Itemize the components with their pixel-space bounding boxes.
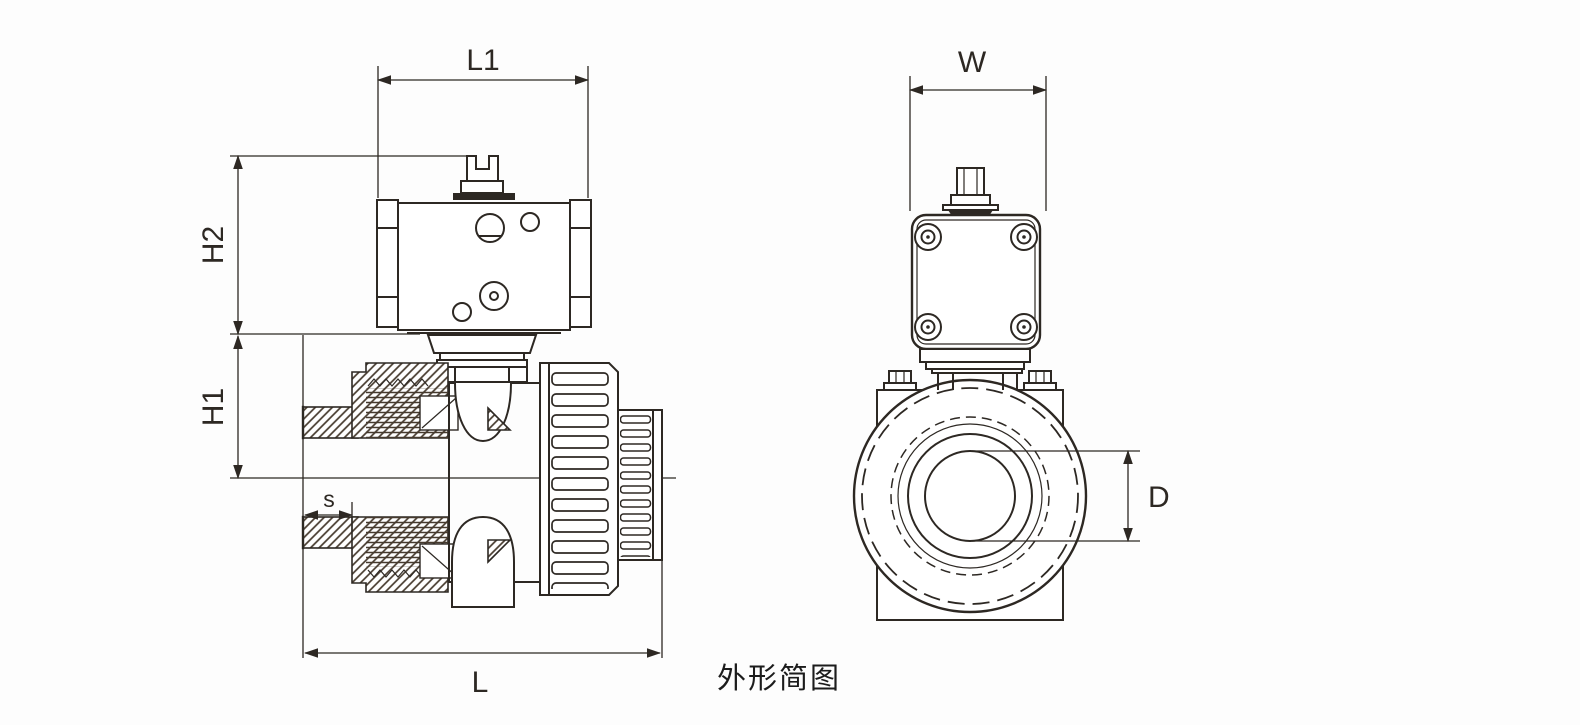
front-actuator: [376, 155, 592, 334]
socket-circle: [907, 433, 1033, 559]
air-port-icon: [475, 213, 505, 243]
side-union-nut-face: [852, 378, 1088, 614]
corner-bolt-icon: [914, 313, 942, 341]
stem-packing-detail: [487, 406, 512, 431]
knurl-ribs: [551, 369, 610, 589]
front-left-union-section: [301, 362, 459, 593]
dim-label-W: W: [958, 46, 987, 79]
stem-packing-detail: [487, 539, 512, 564]
dimensions-front: L1 H2 H1 s L: [197, 44, 663, 699]
screw-hole-icon: [520, 212, 540, 232]
corner-bolt-icon: [1010, 223, 1038, 251]
ball-upper-section: [453, 381, 513, 443]
knurl-ring: [861, 387, 1079, 605]
side-view: [852, 167, 1088, 621]
front-mounting-bracket: [426, 334, 538, 383]
side-stem: [942, 167, 999, 216]
front-right-union-nut: [539, 362, 619, 596]
thread-ribs: [620, 413, 653, 557]
bore-circle: [924, 450, 1016, 542]
pipe-wall-section: [302, 516, 359, 549]
front-view: [230, 155, 676, 608]
actuator-left-endcap: [376, 199, 399, 328]
actuator-right-endcap: [569, 199, 592, 328]
shoulder-bolt-icon: [883, 370, 917, 391]
pipe-wall-section: [302, 406, 359, 439]
screw-hole-icon: [452, 302, 472, 322]
corner-bolt-icon: [1010, 313, 1038, 341]
drawing-caption: 外形简图: [717, 662, 841, 695]
front-body-and-ball: [448, 381, 542, 608]
dim-label-L1: L1: [466, 44, 499, 77]
shoulder-bolt-icon: [1023, 370, 1057, 391]
corner-bolt-icon: [914, 223, 942, 251]
dim-label-s: s: [323, 486, 335, 512]
mount-plate: [925, 361, 1025, 370]
dim-label-H2: H2: [197, 226, 230, 264]
actuator-stem-indicator: [453, 155, 515, 200]
dim-label-H1: H1: [197, 388, 230, 426]
side-actuator: [910, 167, 1042, 390]
front-right-end-connector: [617, 409, 663, 561]
thread-zigzag: [367, 569, 429, 578]
ball-lower-section: [451, 515, 515, 608]
thread-zigzag: [367, 378, 429, 387]
union-nut-outer-circle: [852, 378, 1088, 614]
dimensions-side: W D: [908, 46, 1170, 543]
mount-plate: [919, 348, 1031, 363]
dim-label-D: D: [1148, 481, 1170, 514]
dim-label-L: L: [472, 666, 489, 699]
serration-ring: [890, 416, 1050, 576]
